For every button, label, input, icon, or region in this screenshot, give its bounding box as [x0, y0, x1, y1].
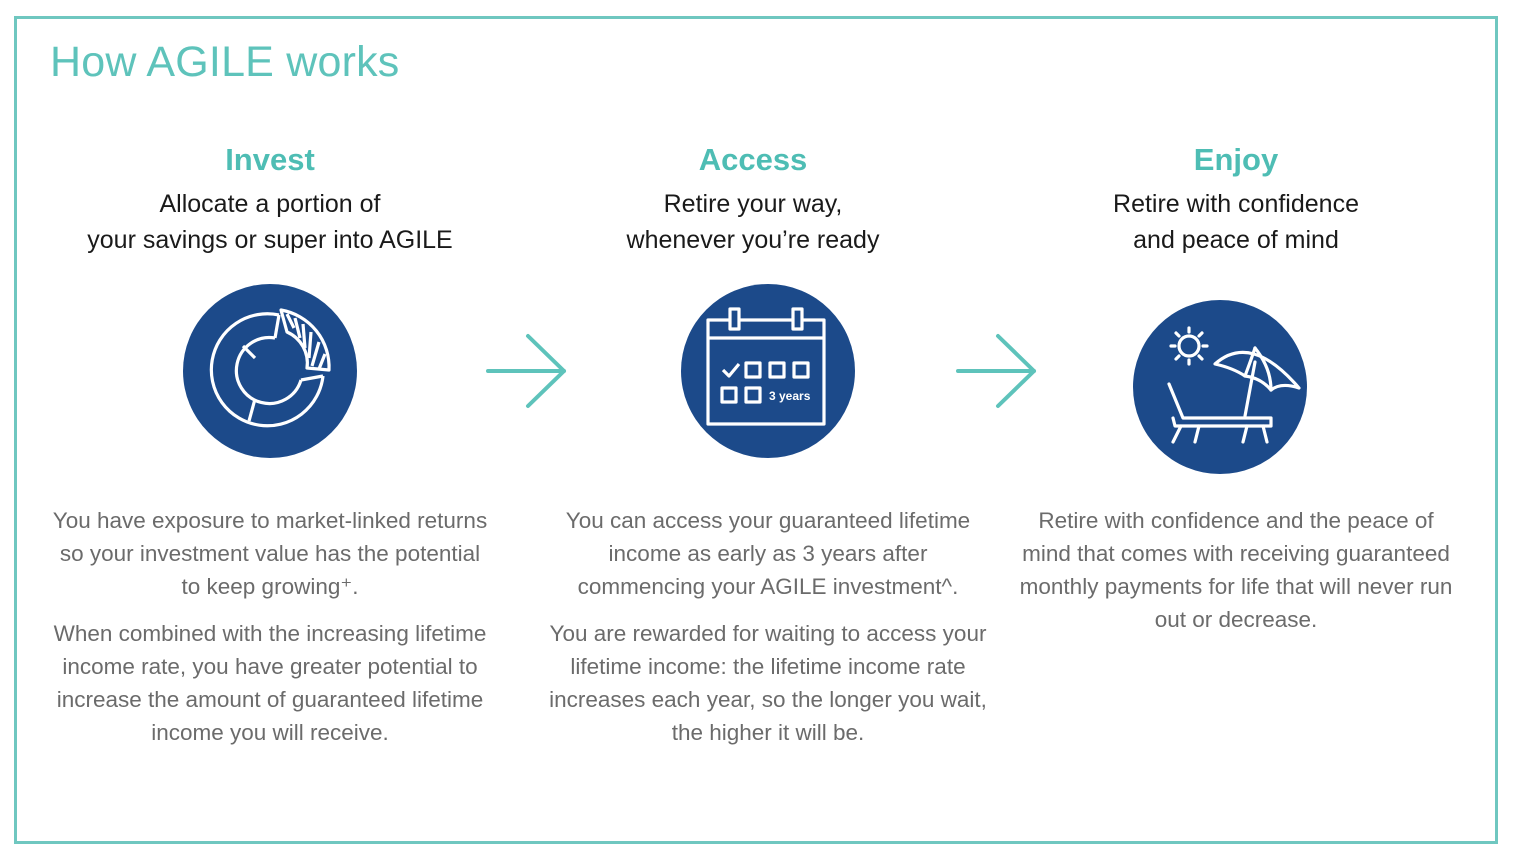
step-invest: Invest Allocate a portion of your saving…: [30, 138, 510, 258]
step-subtitle: Retire your way, whenever you’re ready: [626, 190, 880, 254]
step-access-body: You can access your guaranteed lifetime …: [548, 504, 988, 763]
calendar-label: 3 years: [769, 389, 811, 403]
arrow-right-icon: [956, 334, 1036, 408]
step-subtitle: Allocate a portion of your savings or su…: [87, 190, 453, 254]
page-title: How AGILE works: [50, 38, 400, 86]
step-enjoy: Enjoy Retire with confidence and peace o…: [996, 138, 1476, 258]
step-paragraph: Retire with confidence and the peace of …: [1019, 508, 1453, 632]
step-paragraph: You have exposure to market-linked retur…: [52, 508, 488, 599]
step-paragraph: When combined with the increasing lifeti…: [53, 621, 487, 745]
step-enjoy-body: Retire with confidence and the peace of …: [1016, 504, 1456, 650]
step-heading: Access: [698, 142, 808, 177]
step-heading: Invest: [225, 142, 315, 177]
step-invest-body: You have exposure to market-linked retur…: [50, 504, 490, 763]
step-paragraph: You can access your guaranteed lifetime …: [565, 508, 971, 599]
step-heading: Enjoy: [1193, 142, 1279, 177]
content-frame: [14, 16, 1498, 844]
step-paragraph: You are rewarded for waiting to access y…: [549, 621, 987, 745]
calendar-icon: 3 years: [681, 284, 855, 458]
arrow-right-icon: [486, 334, 566, 408]
step-access: Access Retire your way, whenever you’re …: [513, 138, 993, 258]
donut-chart-icon: [183, 284, 357, 458]
step-subtitle: Retire with confidence and peace of mind: [1113, 190, 1359, 254]
beach-umbrella-icon: [1133, 300, 1307, 474]
